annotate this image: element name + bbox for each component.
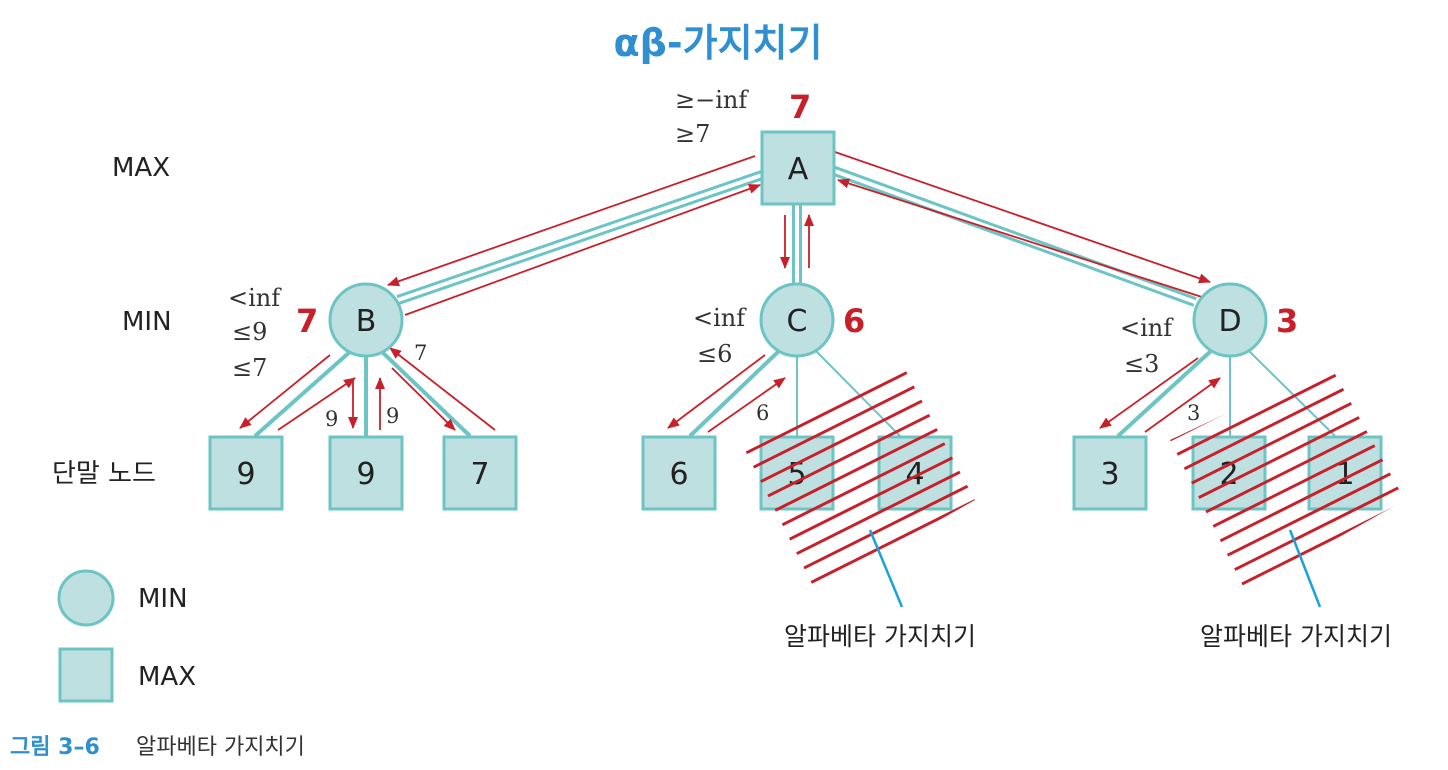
level-label-max: MAX	[112, 153, 170, 183]
edge-label-d-up: 3	[1187, 401, 1200, 425]
leaf-node-6: 4	[877, 435, 953, 511]
leaf-node-3: 7	[442, 435, 518, 511]
node-b-label: B	[356, 304, 377, 339]
leaf-4-label: 6	[669, 457, 688, 492]
node-b-value: 7	[296, 302, 318, 340]
leaf-node-7: 3	[1072, 435, 1148, 511]
node-b-note-1: <inf	[228, 284, 282, 312]
node-c: C	[759, 282, 835, 358]
node-c-note-1: <inf	[693, 304, 747, 332]
arrow-leaf1-to-b	[277, 377, 356, 431]
arrow-b-to-leaf3	[391, 367, 456, 431]
edge-label-b-leaf1: 9	[325, 407, 338, 431]
node-a: A	[760, 130, 836, 206]
edge-label-c-up: 6	[756, 401, 769, 425]
arrow-leaf7-to-d	[1144, 377, 1221, 433]
leaf-1-label: 9	[236, 457, 255, 492]
edge-label-b-up: 7	[414, 341, 427, 365]
node-b: B	[328, 282, 404, 358]
search-arrows	[239, 151, 1221, 433]
level-label-min: MIN	[122, 307, 172, 337]
node-d-note-2: ≤3	[1124, 350, 1159, 378]
node-a-note-2: ≥7	[675, 120, 710, 148]
leaf-7-label: 3	[1100, 457, 1119, 492]
node-a-label: A	[788, 152, 809, 187]
leaf-2-label: 9	[356, 457, 375, 492]
arrow-leaf4-to-c	[707, 377, 786, 433]
node-d: D	[1192, 282, 1268, 358]
node-a-value: 7	[789, 88, 811, 126]
prune-pointer-d	[1288, 529, 1322, 608]
node-c-note-2: ≤6	[697, 340, 732, 368]
node-a-note-1: ≥−inf	[675, 86, 749, 114]
node-c-label: C	[787, 304, 808, 339]
leaf-node-5: 5	[759, 435, 835, 511]
figure-caption: 알파베타 가지치기	[136, 735, 305, 760]
arrow-b-to-a	[404, 184, 761, 316]
leaf-6-label: 4	[905, 457, 924, 492]
leaf-3-label: 7	[470, 457, 489, 492]
figure-number: 그림 3–6	[10, 735, 100, 760]
arrow-d-to-leaf7	[1099, 357, 1199, 429]
arrow-a-to-b	[387, 155, 756, 287]
arrow-d-to-a	[837, 178, 1206, 299]
legend-max-label: MAX	[138, 662, 196, 692]
legend-min-label: MIN	[138, 584, 188, 614]
node-d-label: D	[1218, 304, 1241, 339]
legend-min-symbol	[57, 569, 115, 627]
leaf-node-4: 6	[641, 435, 717, 511]
arrow-b-to-leaf1	[239, 354, 331, 429]
node-b-note-3: ≤7	[232, 354, 267, 382]
arrow-a-to-d	[834, 151, 1211, 284]
node-d-note-1: <inf	[1120, 314, 1174, 342]
arrow-leaf3-to-b	[389, 347, 496, 431]
leaf-node-1: 9	[208, 435, 284, 511]
node-b-note-2: ≤9	[232, 318, 267, 346]
level-label-leaf: 단말 노드	[52, 459, 156, 489]
leaf-9-label: 1	[1335, 457, 1354, 492]
node-c-value: 6	[843, 302, 865, 340]
node-d-value: 3	[1276, 302, 1298, 340]
diagram-title: αβ-가지치기	[614, 21, 823, 65]
leaf-node-2: 9	[328, 435, 404, 511]
legend: MIN MAX	[57, 569, 196, 703]
legend-max-symbol	[58, 647, 114, 703]
edge-label-b-leaf2: 9	[386, 404, 399, 428]
arrow-c-to-leaf4	[667, 354, 766, 429]
prune-caption-d: 알파베타 가지치기	[1200, 622, 1392, 651]
prune-pointer-c	[868, 529, 904, 608]
prune-caption-c: 알파베타 가지치기	[784, 622, 976, 651]
